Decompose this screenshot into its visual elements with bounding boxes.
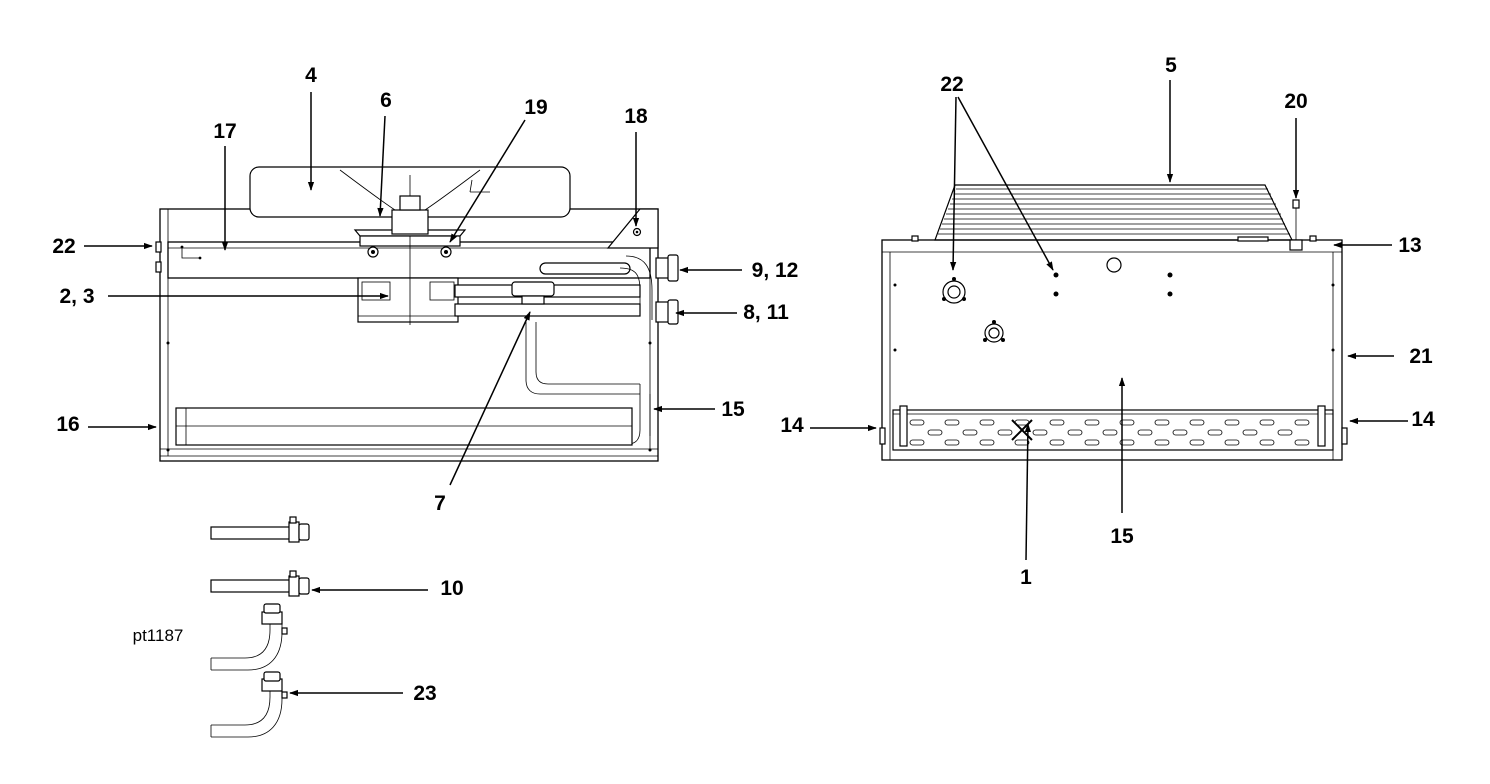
- pipe-kit-straight-2: [210, 570, 310, 597]
- callout-15: 15: [721, 398, 745, 421]
- callout-15: 15: [1110, 525, 1134, 548]
- callouts-left: 4 6 19 17 18 22 9, 12 2, 3 8, 11 15 16 7…: [52, 64, 798, 705]
- callout-18: 18: [624, 105, 648, 128]
- leader-lines: [84, 80, 1408, 697]
- callout-17: 17: [213, 120, 236, 143]
- callout-9-12: 9, 12: [752, 259, 799, 282]
- drain-pan: [175, 407, 633, 446]
- callout-6: 6: [380, 89, 392, 112]
- callout-22: 22: [52, 235, 75, 258]
- piping: [454, 255, 653, 445]
- callout-16: 16: [56, 413, 79, 436]
- callout-1: 1: [1020, 566, 1032, 589]
- callout-4: 4: [305, 64, 317, 87]
- callout-14-right: 14: [1411, 408, 1435, 431]
- callout-10: 10: [440, 577, 463, 600]
- callout-21: 21: [1409, 345, 1433, 368]
- callout-8-11: 8, 11: [743, 301, 789, 324]
- callout-2-3: 2, 3: [59, 285, 94, 308]
- callout-20: 20: [1284, 90, 1307, 113]
- callouts-right: 22 5 20 13 21 14 14 15 1: [780, 54, 1435, 589]
- bracket-part: [606, 208, 659, 249]
- right-front-view: [879, 184, 1348, 461]
- fan-blade-part: [249, 166, 571, 240]
- coil-fins: [934, 184, 1293, 241]
- callout-22: 22: [940, 73, 963, 96]
- pipe-kit-elbow-1: [210, 603, 288, 671]
- left-side-view: [155, 166, 679, 462]
- housing-outline-right: [881, 239, 1343, 461]
- pipe-kit-elbow-2: [210, 671, 288, 738]
- motor-assembly: [353, 195, 467, 325]
- grille-louvered: [879, 405, 1348, 451]
- callout-13: 13: [1398, 234, 1421, 257]
- pipe-kit-straight-1: [210, 516, 310, 543]
- figure-id: pt1187: [133, 626, 184, 645]
- callout-5: 5: [1165, 54, 1177, 77]
- callout-14-left: 14: [780, 414, 804, 437]
- callout-19: 19: [524, 96, 547, 119]
- callout-23: 23: [413, 682, 436, 705]
- callout-7: 7: [434, 492, 446, 515]
